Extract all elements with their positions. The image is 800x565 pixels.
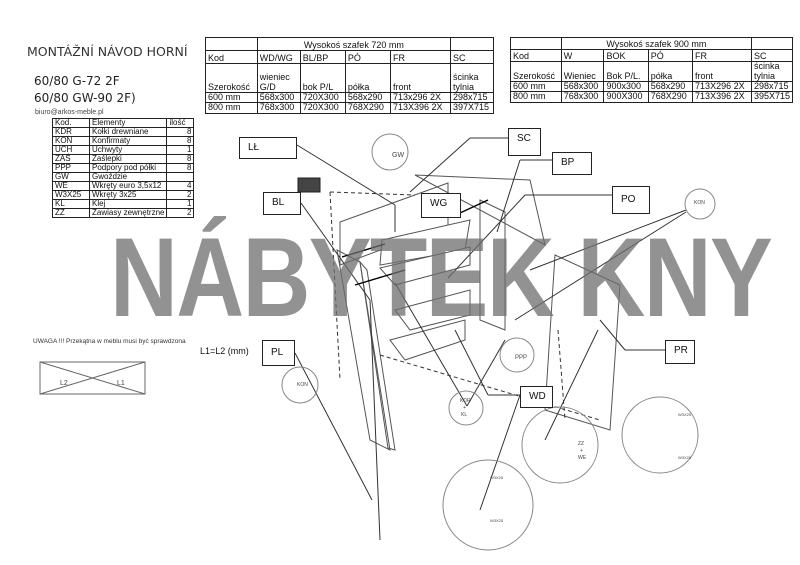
kon-callout: KON <box>297 382 308 388</box>
l1-label: L1 <box>117 380 125 387</box>
l2-label: L2 <box>60 380 68 387</box>
cell: półka <box>647 61 694 82</box>
cell: wieniec G/D <box>256 63 301 93</box>
hinge-icon <box>297 177 321 193</box>
email: biuro@arkos-meble.pl <box>35 109 104 116</box>
label-pl: PL <box>262 340 295 366</box>
cell: 768X290 <box>647 91 694 103</box>
panels <box>336 174 621 451</box>
cell: 298x715 <box>750 80 794 93</box>
model-2: 60/80 GW-90 2F) <box>34 91 136 105</box>
kdr-callout: KDR <box>460 398 471 404</box>
gw-callout: GW <box>392 152 405 159</box>
cell: 397X715 <box>450 102 494 114</box>
model-1: 60/80 G-72 2F <box>34 74 120 88</box>
cell: ścinka tylnia <box>450 63 494 93</box>
watermark: NÁBYTEK KNY <box>110 215 773 340</box>
label-bp: BP <box>552 152 592 175</box>
zz-callout: ZZ <box>578 441 585 447</box>
label-bl: BL <box>263 192 301 215</box>
cell: 600 mm <box>510 80 562 93</box>
w3x25-callout: W3X25 <box>678 412 692 417</box>
we-callout: WE <box>578 455 587 461</box>
arrows <box>341 199 489 286</box>
warning-text: UWAGA !!! Przekątna w meblu musi być spr… <box>33 338 186 345</box>
cell: ZZ <box>52 208 90 218</box>
w3x25-callout: W3X25 <box>490 475 504 480</box>
cell: Zawiasy zewnętrzne <box>88 208 168 218</box>
plus-sign: + <box>580 448 583 454</box>
detail-circles <box>281 133 716 551</box>
kon-callout: KON <box>694 200 705 206</box>
label-lt: LŁ <box>239 137 297 159</box>
cell: 8 <box>166 163 195 173</box>
w3x25-callout: W3X25 <box>490 518 504 523</box>
plus-sign: + <box>463 405 466 411</box>
label-pr: PR <box>665 340 695 364</box>
label-po: PO <box>612 186 650 214</box>
cell: SC <box>450 50 494 64</box>
w3x25-callout: W3X25 <box>678 455 692 460</box>
cell: 2 <box>166 208 195 218</box>
cell: front <box>390 63 451 93</box>
diagonal-formula: L1=L2 (mm) <box>200 346 249 356</box>
cell: Szerokość <box>205 63 258 93</box>
document-title: MONTÁŽNÍ NÁVOD HORNÍ <box>27 44 188 59</box>
cell: 568x290 <box>647 80 694 93</box>
label-wd: WD <box>520 386 553 408</box>
kl-callout: KL <box>461 412 468 418</box>
ppp-callout: PPP <box>515 355 528 361</box>
label-sc: SC <box>508 128 541 156</box>
cell: 568x290 <box>344 91 392 104</box>
cell: 800 mm <box>510 91 562 103</box>
label-wg: WG <box>421 193 461 218</box>
leader-lines <box>294 137 687 541</box>
cell: 298x715 <box>450 91 494 104</box>
dashed-guides <box>329 191 601 421</box>
cell: 395X715 <box>750 91 794 103</box>
diagonal-check-box <box>39 361 146 395</box>
cell: 768X290 <box>344 102 392 114</box>
